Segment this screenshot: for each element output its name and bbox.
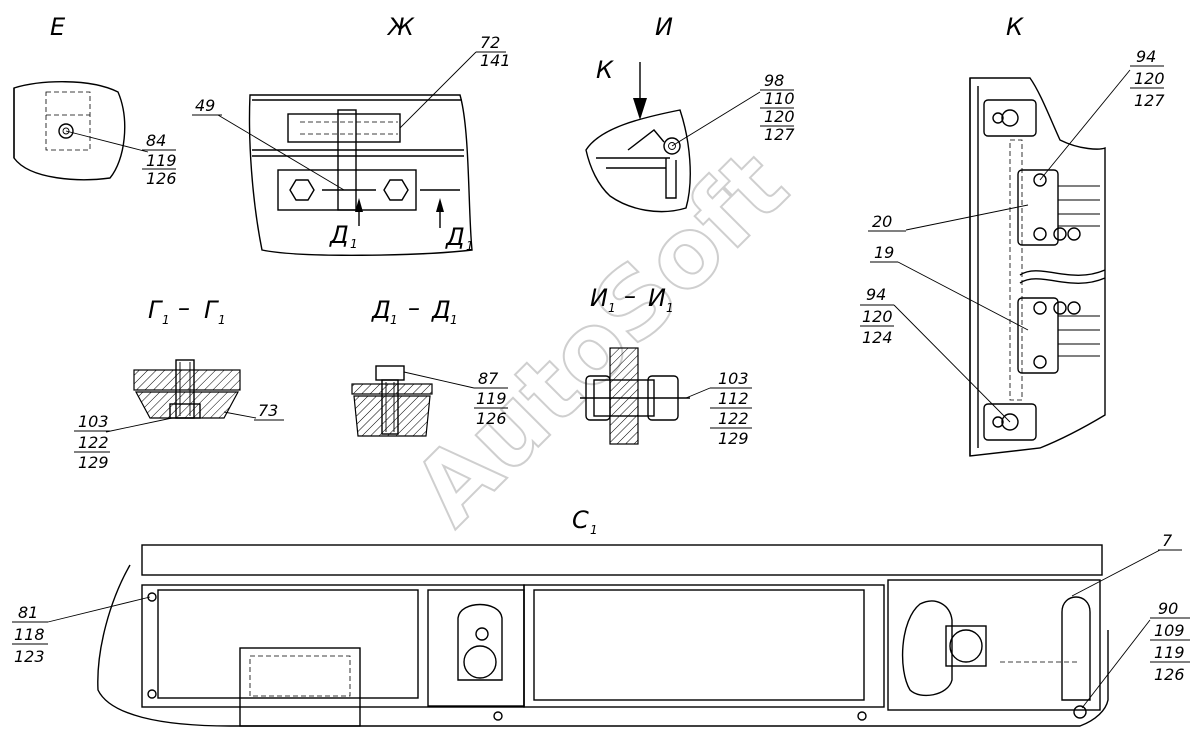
svg-text:С: С (572, 506, 589, 534)
svg-text:72: 72 (480, 33, 500, 52)
view-zh-title: Ж (386, 13, 415, 41)
svg-text:1: 1 (608, 301, 616, 315)
svg-text:109: 109 (1154, 621, 1185, 640)
svg-text:Д: Д (371, 296, 391, 324)
svg-text:126: 126 (1154, 665, 1185, 684)
svg-text:118: 118 (14, 625, 45, 644)
view-c1-assembly: С 1 81 118 123 7 (12, 506, 1190, 727)
section-i1-title: И 1 – И 1 (590, 282, 674, 315)
svg-text:81: 81 (18, 603, 38, 622)
svg-text:94: 94 (866, 285, 886, 304)
svg-text:98: 98 (764, 71, 784, 90)
section-d1-d1: Д 1 – Д 1 87 119 126 (351, 294, 508, 437)
svg-text:84: 84 (146, 131, 166, 150)
svg-text:120: 120 (1134, 69, 1165, 88)
svg-text:122: 122 (718, 409, 749, 428)
view-e-title: Е (50, 13, 66, 41)
svg-text:129: 129 (78, 453, 109, 472)
svg-text:87: 87 (478, 369, 499, 388)
svg-text:1: 1 (666, 301, 674, 315)
callout-81: 81 118 123 (12, 603, 48, 666)
svg-text:И: И (590, 284, 608, 312)
callout-103-g1: 103 122 129 (74, 412, 110, 472)
callout-19: 19 (870, 243, 898, 263)
svg-text:–: – (408, 294, 420, 322)
callout-7: 7 (1158, 531, 1182, 551)
svg-text:90: 90 (1158, 599, 1178, 618)
svg-text:127: 127 (1134, 91, 1165, 110)
svg-text:141: 141 (480, 51, 511, 70)
callout-72: 72 141 (476, 33, 511, 70)
svg-text:129: 129 (718, 429, 749, 448)
svg-text:119: 119 (476, 389, 507, 408)
view-e-detail: Е 84 119 126 (13, 13, 177, 188)
svg-text:1: 1 (218, 313, 226, 327)
view-c1-title: С 1 (572, 506, 598, 537)
section-mark-d1-left: Д (329, 221, 349, 249)
view-zh-detail: Ж Д 1 Д 1 72 141 49 (192, 13, 511, 256)
svg-text:122: 122 (78, 433, 109, 452)
callout-87: 87 119 126 (474, 369, 508, 428)
callout-73: 73 (254, 401, 284, 421)
callout-94-top: 94 120 127 (1130, 47, 1165, 110)
svg-text:1: 1 (450, 313, 458, 327)
svg-text:126: 126 (476, 409, 507, 428)
section-mark-d1-right: Д (445, 223, 465, 251)
section-d1-title: Д 1 – Д 1 (371, 294, 458, 327)
view-k-title: К (1006, 13, 1024, 41)
svg-text:Г: Г (204, 296, 219, 324)
svg-text:1: 1 (162, 313, 170, 327)
section-g1-g1: Г 1 – Г 1 73 103 122 129 (74, 294, 284, 472)
svg-text:20: 20 (872, 212, 892, 231)
svg-text:–: – (178, 294, 190, 322)
svg-text:19: 19 (874, 243, 894, 262)
svg-text:1: 1 (590, 523, 598, 537)
view-i-detail: И К 98 110 120 127 (585, 13, 795, 213)
svg-text:73: 73 (258, 401, 278, 420)
callout-103-i1: 103 112 122 129 (710, 369, 752, 448)
svg-text:1: 1 (390, 313, 398, 327)
svg-text:1: 1 (466, 239, 474, 253)
callout-49: 49 (192, 96, 222, 116)
svg-text:1: 1 (350, 237, 358, 251)
section-g1-title: Г 1 – Г 1 (148, 294, 226, 327)
svg-text:124: 124 (862, 328, 893, 347)
view-i-title: И (655, 13, 673, 41)
svg-text:123: 123 (14, 647, 45, 666)
svg-text:120: 120 (862, 307, 893, 326)
callout-90: 90 109 119 126 (1150, 599, 1190, 684)
svg-text:127: 127 (764, 125, 795, 144)
svg-text:–: – (624, 282, 636, 310)
callout-98: 98 110 120 127 (760, 71, 795, 144)
svg-text:7: 7 (1162, 531, 1173, 550)
svg-text:94: 94 (1136, 47, 1156, 66)
view-k-detail: К 94 120 127 20 19 (860, 13, 1165, 457)
svg-text:Г: Г (148, 296, 163, 324)
svg-text:103: 103 (718, 369, 749, 388)
svg-text:103: 103 (78, 412, 109, 431)
svg-text:Д: Д (431, 296, 451, 324)
svg-text:И: И (648, 284, 666, 312)
callout-94-left: 94 120 124 (860, 285, 894, 347)
callout-20: 20 (868, 212, 906, 232)
svg-text:119: 119 (1154, 643, 1185, 662)
svg-text:126: 126 (146, 169, 177, 188)
section-i1-i1: И 1 – И 1 103 112 122 129 (580, 282, 752, 448)
view-k-arrow-label: К (596, 56, 614, 84)
svg-text:112: 112 (718, 389, 749, 408)
watermark-text: AutoSoft (392, 130, 809, 547)
svg-text:110: 110 (764, 89, 795, 108)
callout-84: 84 119 126 (142, 131, 177, 188)
svg-text:120: 120 (764, 107, 795, 126)
svg-text:49: 49 (195, 96, 215, 115)
svg-text:119: 119 (146, 151, 177, 170)
